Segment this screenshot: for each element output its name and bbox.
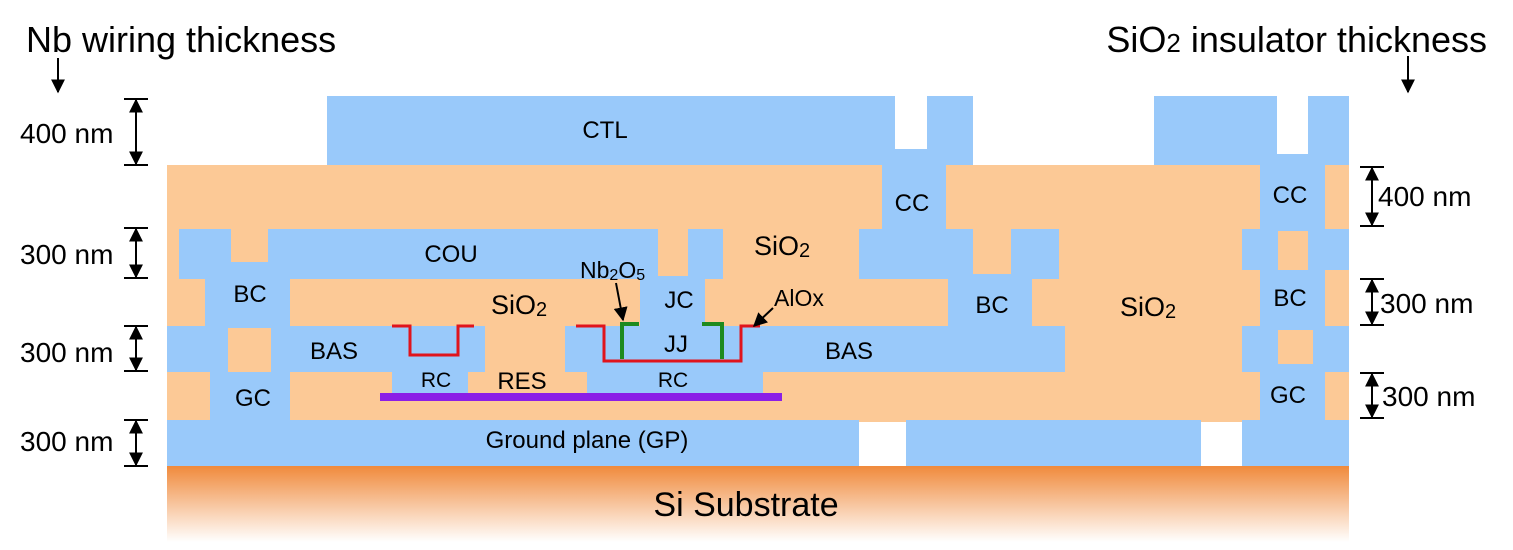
cou-gap-left (231, 229, 268, 262)
cc-right-label: CC (1273, 182, 1308, 209)
bc-right-contact (1260, 270, 1325, 328)
bc-left-label: BC (233, 281, 266, 308)
gc-left-label: GC (235, 385, 271, 412)
jc-label: JC (664, 287, 693, 314)
jj-label: JJ (664, 331, 688, 358)
thickness-label-left-3: 300 nm (20, 337, 113, 368)
res-label: RES (497, 368, 546, 395)
left-heading: Nb wiring thickness (26, 19, 336, 60)
alox-pointer-arrow (752, 307, 774, 327)
rc-right-contact (587, 368, 763, 394)
nb2o5-layer (620, 322, 639, 359)
ground-plane-label: Ground plane (GP) (486, 427, 689, 454)
nb2o5-layer-right (702, 322, 724, 359)
sio2-label-upper: SiO2 (754, 231, 810, 262)
cou-gap-right (973, 229, 1011, 274)
ctl-label: CTL (582, 117, 627, 144)
bas-left-label: BAS (310, 338, 358, 365)
bas-layer (167, 326, 1349, 372)
si-substrate (167, 466, 1349, 542)
rc-left-contact (392, 368, 468, 394)
cc-mid-label: CC (895, 190, 930, 217)
cc-right-contact (1260, 154, 1325, 229)
sio2-label-middle: SiO2 (491, 290, 547, 321)
right-thickness-brackets (1360, 166, 1384, 419)
ground-plane (167, 420, 1349, 466)
alox-barrier-right (576, 324, 760, 363)
alox-label: AlOx (774, 285, 824, 311)
substrate-label: Si Substrate (653, 486, 838, 524)
cou-label: COU (424, 241, 477, 268)
res-resistor-line (380, 393, 782, 401)
right-heading: SiO2 insulator thickness (1106, 19, 1487, 60)
rc-right-label: RC (658, 369, 688, 392)
gc-right-contact (1260, 372, 1325, 422)
cou-gap-mid (658, 229, 688, 265)
thickness-label-right-1: 400 nm (1378, 181, 1471, 212)
bas-right-gap (1278, 330, 1313, 364)
alox-barrier-left (392, 324, 474, 357)
ctl-layer (327, 96, 1349, 165)
left-thickness-brackets (124, 98, 148, 467)
nb2o5-pointer-arrow (613, 282, 628, 322)
rc-left-label: RC (421, 369, 451, 392)
bc-mid-label: BC (975, 292, 1008, 319)
bc-mid-contact (948, 276, 1032, 328)
thickness-label-right-3: 300 nm (1382, 381, 1475, 412)
bc-left-contact (205, 276, 290, 328)
cou-gap-edge (1278, 231, 1308, 270)
thickness-label-left-4: 300 nm (20, 426, 113, 457)
bas-right-label: BAS (825, 338, 873, 365)
bas-left-gap (228, 326, 271, 372)
thickness-label-left-1: 400 nm (20, 118, 113, 149)
sio2-label-right: SiO2 (1120, 292, 1176, 323)
jc-contact (640, 276, 705, 328)
thickness-label-left-2: 300 nm (20, 239, 113, 270)
nb2o5-label: Nb2O5 (580, 257, 645, 284)
gc-right-label: GC (1270, 382, 1306, 409)
bc-right-label: BC (1273, 285, 1306, 312)
gc-left-contact (210, 372, 290, 422)
thickness-label-right-2: 300 nm (1380, 288, 1473, 319)
